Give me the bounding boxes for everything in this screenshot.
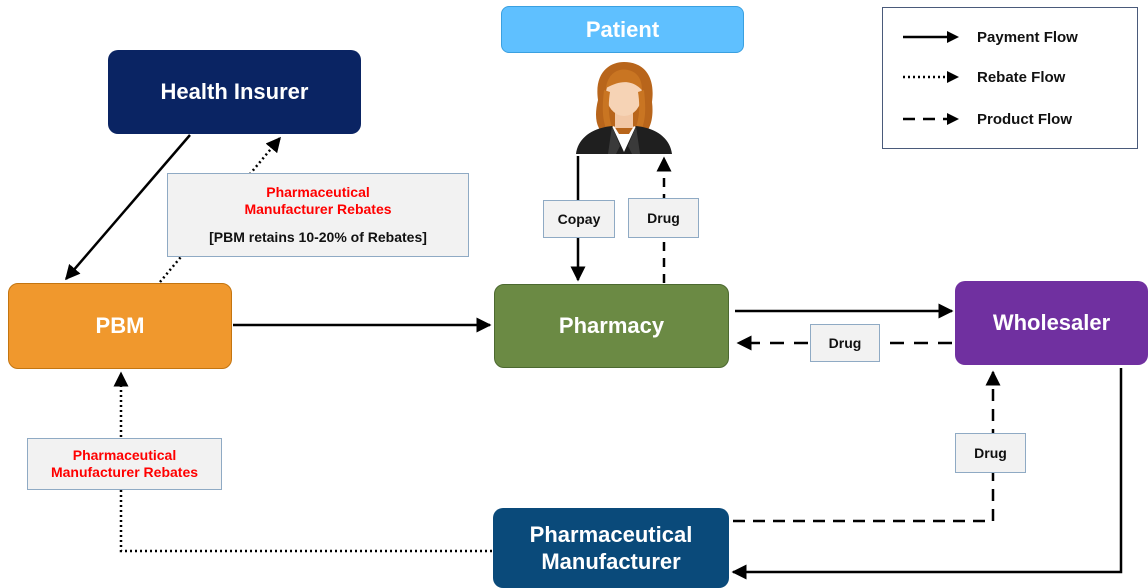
manufacturer-label-line2: Manufacturer [541,549,681,574]
dotted-arrow-icon [903,71,959,83]
copay-label: Copay [543,200,615,238]
rebates-bottom-line2: Manufacturer Rebates [50,464,199,480]
health-insurer-node: Health Insurer [108,50,361,134]
payment-arrow-insurer-to-pbm [65,134,191,281]
legend: Payment Flow Rebate Flow Product Flow [882,7,1138,149]
manufacturer-label-line1: Pharmaceutical [529,521,693,547]
rebate-arrow-pbm-to-insurer [159,136,281,283]
pbm-label: PBM [95,313,145,338]
solid-arrow-icon [903,31,959,43]
patient-label: Patient [585,16,660,42]
rebates-top-line2: Manufacturer Rebates [244,200,392,217]
legend-product-label: Product Flow [977,110,1072,128]
drug-label-manufacturer-text: Drug [974,445,1007,461]
drug-label-wholesaler: Drug [810,324,880,362]
health-insurer-label: Health Insurer [160,79,309,104]
rebates-bottom-line1: Pharmaceutical [72,447,177,464]
woman-avatar-icon [576,62,672,154]
dashed-arrow-icon [903,113,959,125]
rebates-top-note: [PBM retains 10-20% of Rebates] [209,229,427,246]
wholesaler-node: Wholesaler [955,281,1148,365]
legend-rebate: Rebate Flow [901,66,1065,88]
patient-node: Patient [501,6,744,53]
rebates-label-bottom: Pharmaceutical Manufacturer Rebates [27,438,222,490]
legend-payment-label: Payment Flow [977,28,1078,46]
legend-rebate-label: Rebate Flow [977,68,1066,86]
payment-arrow-wholesaler-to-manufacturer [731,368,1123,580]
drug-label-wholesaler-text: Drug [828,335,862,351]
wholesaler-label: Wholesaler [992,310,1111,335]
copay-label-text: Copay [557,211,601,227]
drug-label-manufacturer: Drug [955,433,1026,473]
product-arrow-manufacturer-to-wholesaler [733,370,1001,523]
rebate-arrow-manufacturer-to-pbm [113,371,492,553]
rebates-top-line1: Pharmaceutical [266,183,370,200]
rebates-label-top: Pharmaceutical Manufacturer Rebates [PBM… [167,173,469,257]
legend-product: Product Flow [901,108,1072,130]
pharmacy-label: Pharmacy [558,313,665,338]
pharmacy-node: Pharmacy [494,284,729,368]
legend-payment: Payment Flow [901,26,1078,48]
drug-label-patient: Drug [628,198,699,238]
manufacturer-node: Pharmaceutical Manufacturer [493,508,729,588]
pbm-node: PBM [8,283,232,369]
drug-label-patient-text: Drug [647,210,680,226]
